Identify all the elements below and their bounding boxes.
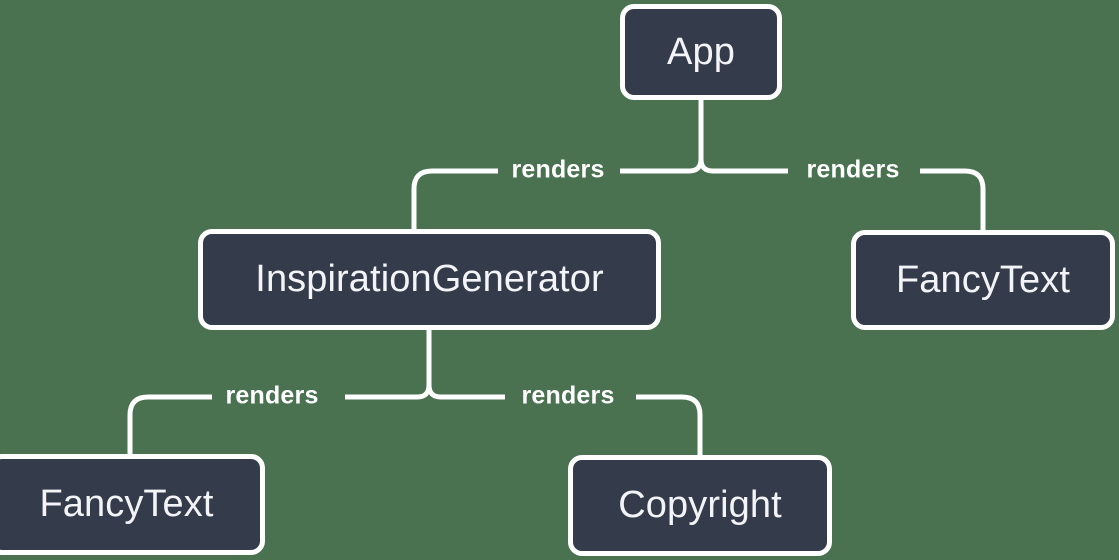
node-fancytext-right-label: FancyText [895,258,1071,301]
edge-app-to-fancytext-right [920,168,986,230]
edge-label-app-to-fancytext-right: renders [806,155,900,184]
edge-label-inspirationgenerator-to-fancytext: renders [225,381,319,410]
node-app-label: App [667,30,735,73]
edge-app-junction-left [620,158,704,174]
edge-inspirationgenerator-to-fancytext [127,394,212,454]
node-fancytext-bottom-left[interactable]: FancyText [0,454,265,555]
node-copyright[interactable]: Copyright [568,455,832,556]
node-inspiration-generator-label: InspirationGenerator [255,258,604,300]
node-copyright-label: Copyright [618,484,782,526]
edge-label-inspirationgenerator-to-copyright: renders [521,381,615,410]
node-inspiration-generator[interactable]: InspirationGenerator [198,229,661,330]
edge-inspirationgenerator-junction-right [426,384,505,400]
edge-inspirationgenerator-junction-left [345,384,432,400]
edge-label-app-to-inspirationgenerator: renders [511,155,605,184]
edge-inspirationgenerator-to-copyright [636,394,703,455]
edge-app-junction-right [698,158,788,174]
edge-app-to-inspirationgenerator [411,168,498,229]
node-fancytext-right[interactable]: FancyText [851,230,1115,330]
node-app[interactable]: App [620,4,782,100]
node-fancytext-bottom-left-label: FancyText [39,483,214,525]
